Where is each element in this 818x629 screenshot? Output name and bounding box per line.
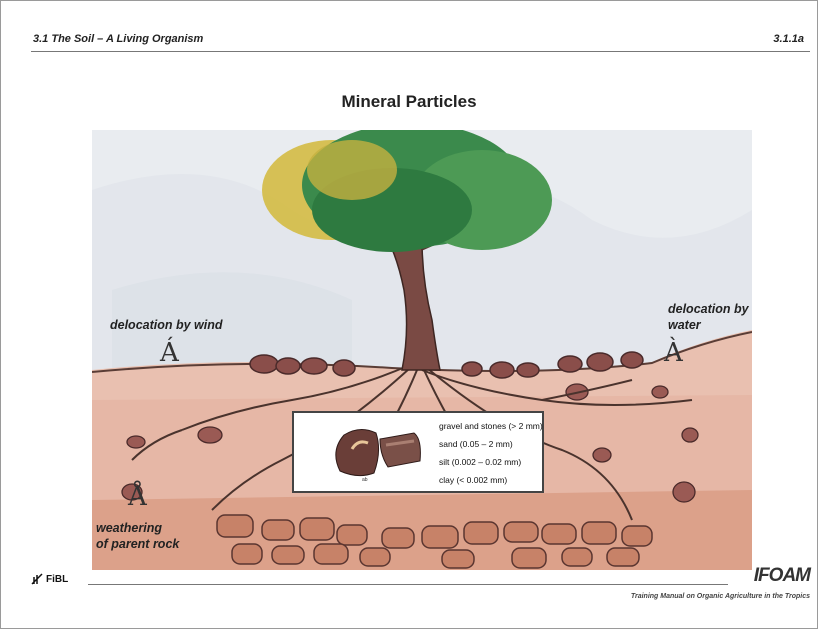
legend-item-clay: clay (< 0.002 mm) [439, 475, 507, 485]
header-rule [31, 51, 810, 52]
particle-samples-image: ab [330, 421, 430, 483]
particle-size-legend: ab gravel and stones (> 2 mm) sand (0.05… [292, 411, 544, 493]
legend-item-sand: sand (0.05 – 2 mm) [439, 439, 513, 449]
fibl-leaf-icon [31, 573, 43, 585]
fibl-logo: FiBL [31, 573, 68, 585]
label-delocation-water-line1: delocation by [668, 301, 749, 317]
label-weathering-line1: weathering [96, 520, 162, 536]
page-code: 3.1.1a [773, 33, 804, 45]
label-weathering-line2: of parent rock [96, 536, 179, 552]
legend-item-silt: silt (0.002 – 0.02 mm) [439, 457, 521, 467]
fibl-logo-text: FiBL [46, 574, 68, 585]
soil-illustration [92, 130, 752, 570]
wind-arrow-icon: Á [160, 338, 179, 368]
label-delocation-wind: delocation by wind [110, 317, 223, 333]
svg-text:ab: ab [362, 477, 368, 483]
footer-rule [88, 584, 728, 585]
weathering-arrow-icon: Å [128, 482, 147, 512]
slide-title: Mineral Particles [0, 92, 818, 112]
label-delocation-water-line2: water [668, 317, 701, 333]
legend-item-gravel: gravel and stones (> 2 mm) [439, 421, 543, 431]
ifoam-logo: IFOAM [754, 565, 810, 587]
manual-title: Training Manual on Organic Agriculture i… [631, 593, 810, 600]
section-title: 3.1 The Soil – A Living Organism [33, 33, 203, 45]
water-arrow-icon: À [664, 338, 683, 368]
